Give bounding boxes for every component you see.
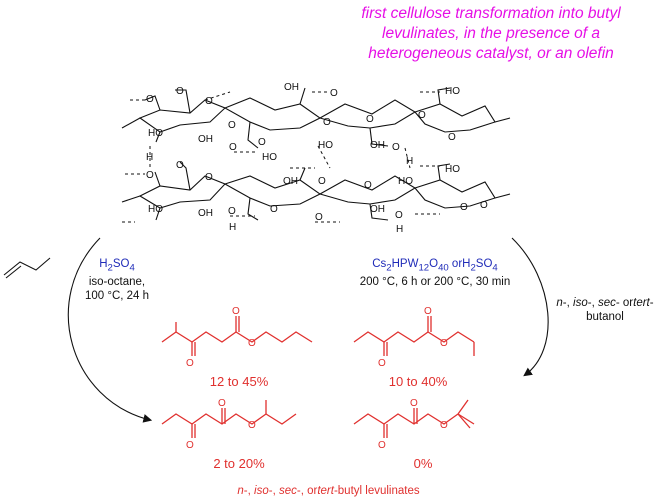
svg-text:O: O [176,160,184,171]
svg-text:OH: OH [370,204,385,215]
atom-labels: O O O O OH O O O O HO HO OH O O HO OH O … [146,82,488,235]
svg-text:O: O [392,142,400,153]
butanol-label: n-, iso-, sec- ortert- butanol [556,297,654,323]
iso-butyl-levulinate [353,316,475,356]
svg-text:O: O [228,120,236,131]
left-solvent: iso-octane, [88,276,146,289]
svg-text:HO: HO [148,204,163,215]
product-atom-labels: O O O O O O O O O O O O [186,306,448,451]
cellulose-structure [121,87,511,221]
svg-text:O: O [258,137,266,148]
svg-text:O: O [410,398,418,409]
svg-text:HO: HO [318,140,333,151]
svg-text:O: O [248,338,256,349]
svg-text:O: O [176,86,184,97]
left-reaction-arrow [67,237,153,423]
svg-text:O: O [270,204,278,215]
svg-text:OH: OH [198,208,213,219]
svg-text:O: O [378,358,386,369]
left-conditions: H2SO4 iso-octane, 100 °C, 24 h [62,257,172,303]
diagram-title: first cellulose transformation into buty… [361,5,621,62]
n-butyl-levulinate [161,316,313,356]
svg-text:O: O [318,176,326,187]
svg-text:O: O [186,358,194,369]
svg-text:HO: HO [398,176,413,187]
svg-text:O: O [186,440,194,451]
svg-text:OH: OH [198,134,213,145]
left-catalyst: H2SO4 [99,258,135,274]
right-catalyst: Cs2HPW12O40 orH2SO4 [372,258,498,274]
svg-text:O: O [228,206,236,217]
svg-text:O: O [424,306,432,317]
right-conditions: Cs2HPW12O40 orH2SO4 200 °C, 6 h or 200 °… [340,257,530,289]
svg-text:O: O [366,114,374,125]
hydrogen-bonds [122,91,440,223]
svg-text:O: O [248,420,256,431]
svg-text:O: O [448,132,456,143]
products [161,316,475,438]
svg-text:O: O [323,117,331,128]
svg-text:O: O [440,420,448,431]
svg-text:O: O [378,440,386,451]
svg-text:O: O [330,88,338,99]
svg-text:O: O [480,200,488,211]
sec-butyl-yield: 2 to 20% [213,456,265,471]
svg-text:O: O [364,180,372,191]
svg-text:O: O [418,110,426,121]
tert-butyl-levulinate [353,399,475,438]
svg-text:H: H [406,156,413,167]
svg-text:O: O [205,96,213,107]
svg-text:H: H [396,224,403,235]
svg-text:OH: OH [370,140,385,151]
right-temp-time: 200 °C, 6 h or 200 °C, 30 min [359,276,511,289]
footer-caption: n-, iso-, sec-, ortert-butyl levulinates [237,485,420,497]
svg-text:HO: HO [148,128,163,139]
svg-text:O: O [229,142,237,153]
iso-butyl-yield: 10 to 40% [388,374,448,389]
right-reaction-arrow [511,237,549,377]
svg-text:HO: HO [445,86,460,97]
svg-text:O: O [232,306,240,317]
svg-text:O: O [205,172,213,183]
svg-text:O: O [460,202,468,213]
svg-text:O: O [146,170,154,181]
n-butyl-yield: 12 to 45% [209,374,269,389]
svg-text:O: O [315,212,323,223]
svg-text:O: O [218,398,226,409]
svg-text:O: O [395,210,403,221]
svg-text:H: H [146,152,153,163]
svg-text:HO: HO [445,164,460,175]
butene-molecule [3,257,51,279]
svg-text:OH: OH [284,82,299,93]
sec-butyl-levulinate [161,400,297,438]
svg-text:O: O [440,338,448,349]
svg-text:OH: OH [283,176,298,187]
svg-text:H: H [229,222,236,233]
svg-text:O: O [146,94,154,105]
svg-text:HO: HO [262,152,277,163]
left-temp-time: 100 °C, 24 h [84,290,150,303]
tert-butyl-yield: 0% [413,456,433,471]
